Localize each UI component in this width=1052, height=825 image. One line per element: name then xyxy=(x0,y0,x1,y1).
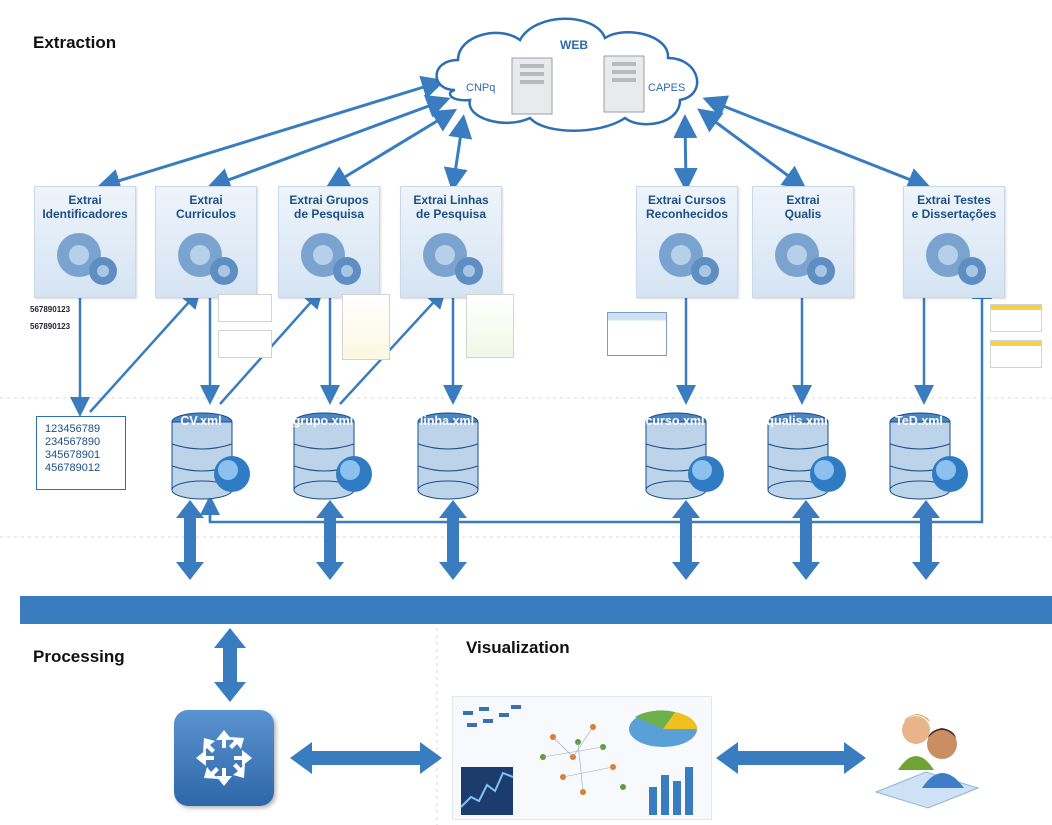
extractor-qualis: Extrai Qualis xyxy=(752,186,854,298)
cloud-arrow-cursos xyxy=(673,114,698,192)
cloud-arrow-identificadores xyxy=(96,75,446,193)
server-icon xyxy=(603,55,645,113)
gear-icon xyxy=(301,233,361,285)
extractor-label: Extrai Cursos Reconhecidos xyxy=(645,193,729,221)
extractor-grupos: Extrai Grupos de Pesquisa xyxy=(278,186,380,298)
document-thumbnail xyxy=(990,304,1042,332)
gear-icon xyxy=(659,233,719,285)
database-label: grupo.xml xyxy=(292,414,354,428)
gear-icon xyxy=(926,233,986,285)
database-label: linha.xml xyxy=(419,414,475,428)
visualization-users-arrow xyxy=(716,742,866,774)
processing-icon xyxy=(174,710,274,806)
cloud-server-cnpq: CNPq xyxy=(466,82,496,94)
database-label: TeD.xml xyxy=(895,414,943,428)
database-linha: linha.xml xyxy=(416,412,500,502)
section-title-processing: Processing xyxy=(33,647,125,666)
document-thumbnail xyxy=(990,340,1042,368)
extractor-cursos: Extrai Cursos Reconhecidos xyxy=(636,186,738,298)
users-group-icon xyxy=(874,714,980,809)
extractor-label: Extrai Curriculos xyxy=(175,193,236,221)
database-icon xyxy=(889,412,968,500)
document-thumbnail xyxy=(342,294,390,360)
database-icon xyxy=(171,412,250,500)
document-thumbnail xyxy=(466,294,514,358)
cloud-title: WEB xyxy=(560,38,588,52)
extractor-label: Extrai Testes e Dissertações xyxy=(911,193,997,221)
cycle-arrows-icon xyxy=(196,730,252,786)
document-thumbnail xyxy=(218,294,272,322)
users-icon xyxy=(866,700,986,810)
small-id: 567890123 xyxy=(30,322,71,331)
visualization-graphics xyxy=(460,705,698,815)
identifier-item: 123456789 xyxy=(45,423,101,435)
database-icon xyxy=(767,412,846,500)
database-icon xyxy=(645,412,724,500)
database-label: curso.xml xyxy=(645,414,705,428)
small-id: 567890123 xyxy=(30,305,71,314)
web-cloud xyxy=(435,17,699,132)
identifier-item: 234567890 xyxy=(45,436,101,448)
extractor-label: Extrai Grupos de Pesquisa xyxy=(289,193,369,221)
gear-icon xyxy=(178,233,238,285)
visualization-panel xyxy=(452,696,712,820)
database-grupo: grupo.xml xyxy=(292,412,376,502)
identifier-item: 345678901 xyxy=(45,449,101,461)
cloud-arrow-qualis xyxy=(697,108,807,190)
extractor-identificadores: Extrai Identificadores xyxy=(34,186,136,298)
bus-processing-arrow xyxy=(214,628,246,702)
arrow-grupo-to-linhas xyxy=(339,288,447,405)
processing-visualization-arrow xyxy=(290,742,442,774)
gear-icon xyxy=(57,233,117,285)
identifiers-list: 123456789 234567890 345678901 456789012 xyxy=(36,416,126,490)
extractor-label: Extrai Qualis xyxy=(784,193,822,221)
gear-icon xyxy=(423,233,483,285)
gear-icon xyxy=(775,233,835,285)
database-icon xyxy=(293,412,372,500)
server-icon xyxy=(511,57,553,115)
database-label: CV.xml xyxy=(180,414,222,428)
extractor-testes: Extrai Testes e Dissertações xyxy=(903,186,1005,298)
database-cv: CV.xml xyxy=(170,412,254,502)
cloud-arrow-linhas xyxy=(443,114,473,192)
db-bus-arrows xyxy=(176,500,940,580)
cloud-arrow-grupos xyxy=(324,108,458,190)
database-curso: curso.xml xyxy=(644,412,728,502)
extractor-label: Extrai Identificadores xyxy=(42,193,128,221)
document-thumbnail xyxy=(218,330,272,358)
database-icon xyxy=(417,412,479,500)
document-thumbnail xyxy=(607,312,667,356)
extractor-linhas: Extrai Linhas de Pesquisa xyxy=(400,186,502,298)
database-label: qualis.xml xyxy=(766,414,828,428)
identifier-item: 456789012 xyxy=(45,462,101,474)
section-title-visualization: Visualization xyxy=(466,638,570,657)
arrow-list-to-curriculos xyxy=(89,288,202,413)
database-qualis: qualis.xml xyxy=(766,412,850,502)
database-ted: TeD.xml xyxy=(888,412,972,502)
extractor-label: Extrai Linhas de Pesquisa xyxy=(413,193,489,221)
section-title-extraction: Extraction xyxy=(33,33,117,52)
cloud-arrow-curriculos xyxy=(206,94,451,192)
cloud-server-capes: CAPES xyxy=(648,82,686,94)
cloud-arrow-testes xyxy=(702,95,932,191)
data-bus xyxy=(20,596,1052,624)
extractor-curriculos: Extrai Curriculos xyxy=(155,186,257,298)
